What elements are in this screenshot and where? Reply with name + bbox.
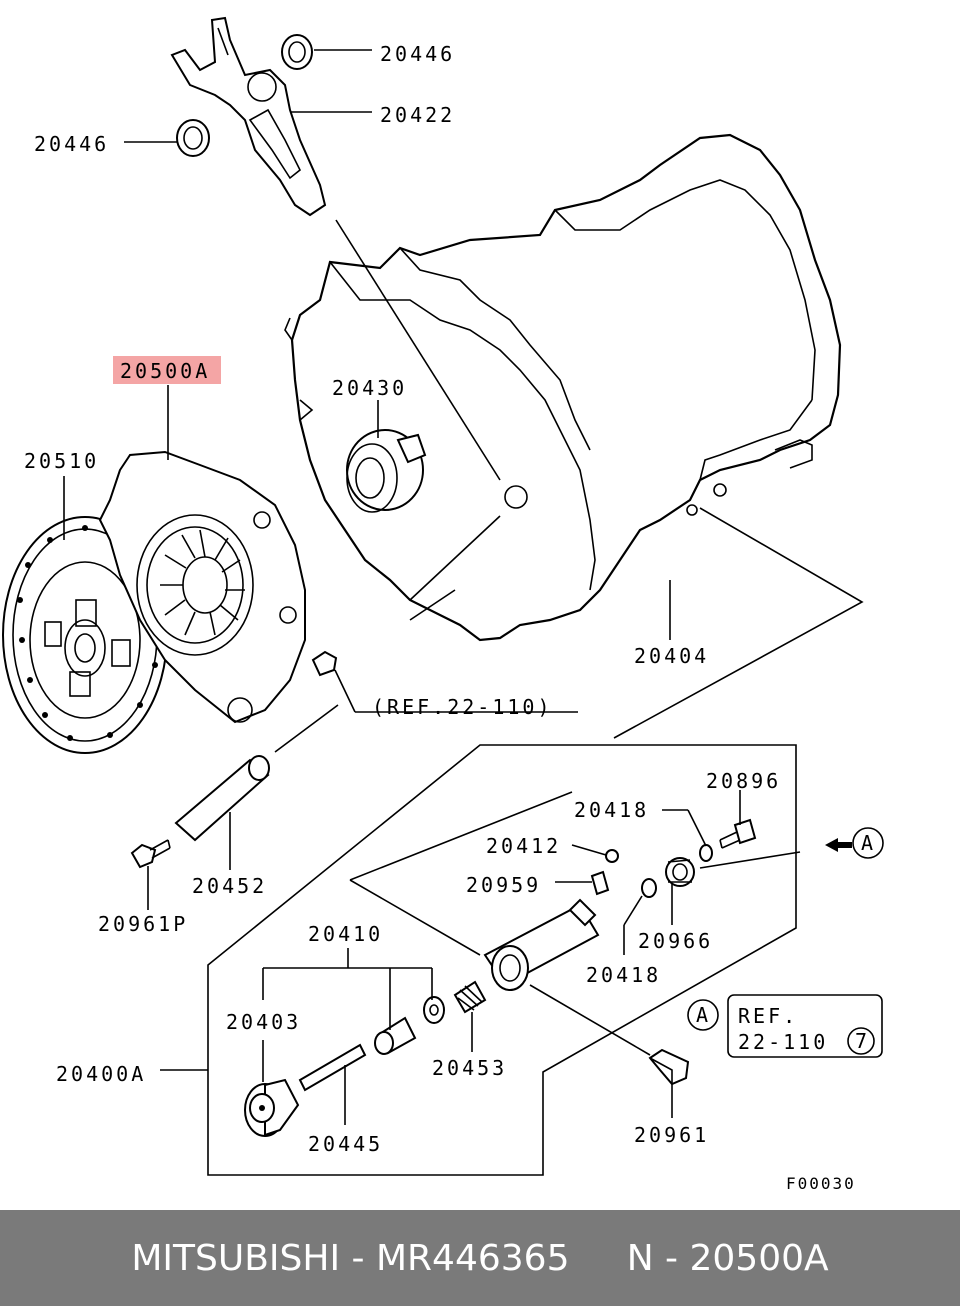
ref-box-line1: REF. (738, 1004, 798, 1028)
label-20961: 20961 (634, 1123, 709, 1147)
leader-lines (63, 49, 801, 1125)
piston (374, 1016, 417, 1055)
label-20418-top: 20418 (574, 798, 649, 822)
callout-a-right-circle (852, 827, 884, 859)
label-20430: 20430 (332, 376, 407, 400)
footer-part-number: MR446365 (375, 1237, 570, 1279)
parts-diagram: 20446 20422 20446 20500A 20510 20430 204… (2, 16, 884, 1193)
gasket-20418-top (699, 844, 713, 862)
label-20510: 20510 (24, 449, 99, 473)
label-20422: 20422 (380, 103, 455, 127)
label-20418-bottom: 20418 (586, 963, 661, 987)
push-rod-20445 (298, 1043, 367, 1092)
bolt-20896 (719, 818, 757, 849)
release-fork (170, 16, 327, 217)
label-20500A: 20500A (120, 359, 210, 383)
callout-a-right: A (861, 831, 873, 855)
spring-20453 (453, 980, 487, 1014)
label-20896: 20896 (706, 769, 781, 793)
bolt-20961 (648, 1048, 690, 1086)
highlight-20500A (113, 356, 221, 384)
label-20453: 20453 (432, 1056, 507, 1080)
footer-bar: MITSUBISHI - MR446365 N - 20500A (0, 1210, 960, 1306)
assembly-frame (207, 744, 797, 1176)
cylinder-body (483, 898, 600, 991)
label-20452: 20452 (192, 874, 267, 898)
label-20961P: 20961P (98, 912, 188, 936)
pressure-plate (98, 450, 306, 724)
callout-a-ref-circle (687, 999, 719, 1031)
label-20966: 20966 (638, 929, 713, 953)
bleeder-20959 (590, 870, 610, 896)
label-20410: 20410 (308, 922, 383, 946)
label-20404: 20404 (634, 644, 709, 668)
footer-gap (569, 1238, 626, 1279)
pipe-20452 (174, 755, 270, 842)
label-20445: 20445 (308, 1132, 383, 1156)
transmission-housing (284, 133, 842, 642)
footer-brand: MITSUBISHI (131, 1237, 341, 1279)
bolt-20961p (130, 839, 171, 869)
label-ref-22-110-a: (REF.22-110) (372, 695, 553, 719)
label-20446-top: 20446 (380, 42, 455, 66)
washer (423, 996, 445, 1024)
ref-box (727, 994, 883, 1058)
label-20403: 20403 (226, 1010, 301, 1034)
ref-box-num: 7 (855, 1029, 867, 1053)
seal-20446-left (176, 119, 210, 157)
ref-box-line2: 22-110 (738, 1030, 828, 1054)
boot-20403 (244, 1078, 300, 1137)
label-20959: 20959 (466, 873, 541, 897)
arrow-to-a (825, 838, 852, 852)
footer-ref: N - 20500A (626, 1237, 829, 1279)
footer-separator: - (340, 1237, 376, 1279)
label-20412: 20412 (486, 834, 561, 858)
pivot-pin (311, 650, 338, 677)
inner-frame (349, 507, 864, 956)
seal-20446-top (281, 34, 313, 70)
bleeder-20412 (605, 849, 619, 863)
callout-a-ref: A (696, 1003, 708, 1027)
gasket-20418-bottom (641, 878, 657, 898)
figure-code: F00030 (786, 1174, 856, 1193)
union-20966 (665, 857, 695, 887)
label-20400A: 20400A (56, 1062, 146, 1086)
release-bearing (346, 429, 427, 513)
ref-box-num-circle (847, 1027, 875, 1055)
label-20446-left: 20446 (34, 132, 109, 156)
